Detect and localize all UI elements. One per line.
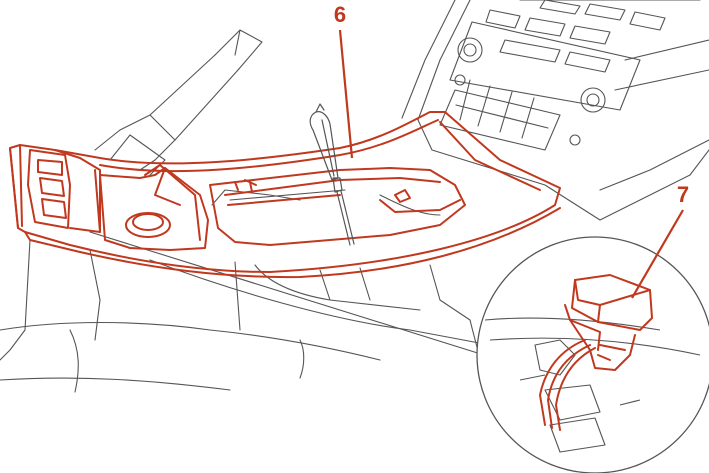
screwdriver-tool <box>309 103 355 246</box>
callout-leader-lines <box>338 29 684 299</box>
detail-inset-circle <box>476 236 709 473</box>
callout-6: 6 <box>334 2 346 27</box>
wiring-connector <box>539 274 653 431</box>
callout-7: 7 <box>677 182 689 207</box>
center-console-trim-panel <box>9 111 561 279</box>
